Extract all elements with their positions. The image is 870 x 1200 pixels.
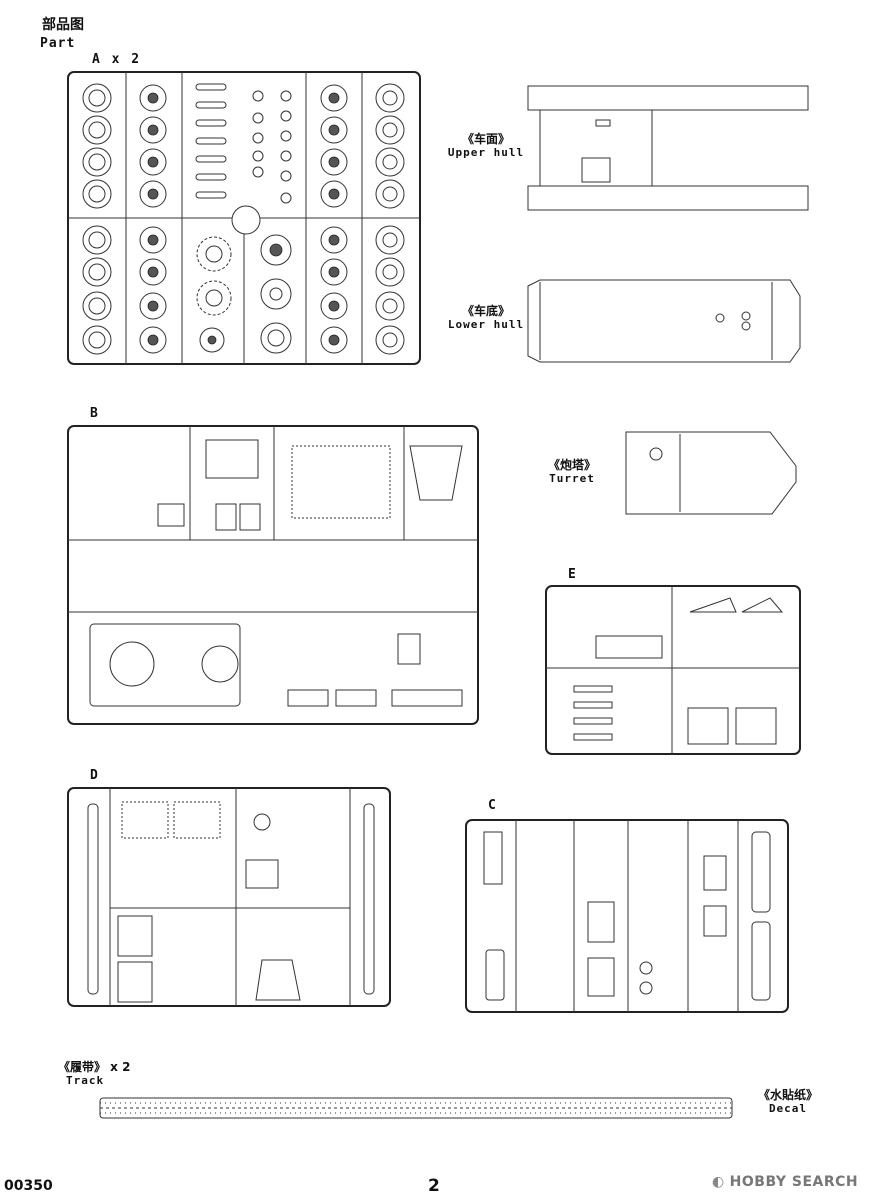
turret-label-zh: 《炮塔》 xyxy=(547,458,596,472)
hobby-search-watermark: ◐ HOBBY SEARCH xyxy=(712,1174,859,1190)
lower-hull-label-en: Lower hull xyxy=(447,318,525,331)
page-title-en: Part xyxy=(40,36,76,51)
page-title-zh: 部品图 xyxy=(42,17,84,33)
sprue-e-label: E xyxy=(568,567,578,582)
product-code: 00350 xyxy=(4,1178,53,1194)
sprue-e-frame xyxy=(545,585,801,755)
sprue-a-frame xyxy=(67,71,421,365)
sprue-b-label: B xyxy=(90,406,100,421)
track-label-en: Track xyxy=(66,1074,105,1087)
track-label-zh: 《履带》 x 2 xyxy=(58,1060,131,1074)
decal-label-zh: 《水貼纸》 xyxy=(757,1088,818,1102)
turret-label-en: Turret xyxy=(549,472,595,485)
sprue-c-label: C xyxy=(488,798,498,813)
sprue-c-frame xyxy=(465,819,789,1013)
upper-hull-label-en: Upper hull xyxy=(447,146,525,159)
track-drawing xyxy=(99,1097,733,1119)
lower-hull-drawing xyxy=(527,279,801,363)
upper-hull-label-zh: 《车面》 xyxy=(461,132,510,146)
sprue-b-frame xyxy=(67,425,479,725)
sprue-d-frame xyxy=(67,787,391,1007)
decal-label-en: Decal xyxy=(768,1102,808,1115)
sprue-d-label: D xyxy=(90,768,100,783)
page-number: 2 xyxy=(428,1176,440,1196)
turret-drawing xyxy=(625,431,797,515)
upper-hull-drawing xyxy=(527,85,809,211)
sprue-a-wheels xyxy=(82,83,405,355)
lower-hull-label-zh: 《车底》 xyxy=(461,304,510,318)
sprue-a-label: A x 2 xyxy=(92,52,142,67)
